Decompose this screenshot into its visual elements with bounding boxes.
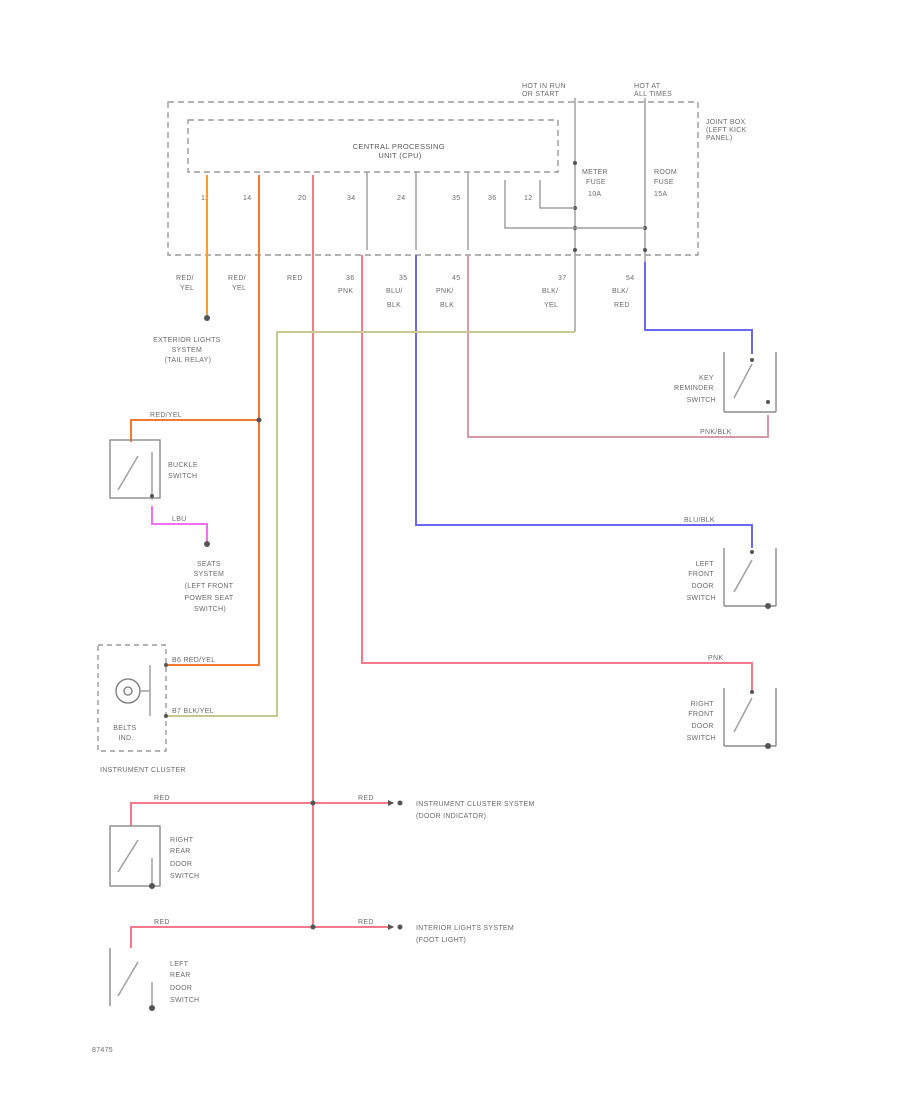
junction (310, 800, 316, 806)
cpu-frame (187, 119, 559, 173)
buckle-switch-label: BUCKLE SWITCH (168, 462, 200, 480)
left-front-door-switch (723, 548, 777, 609)
wire-label-14: RED/ YEL (228, 275, 248, 292)
pin-12: 12 (524, 195, 532, 202)
instrument-cluster-box (97, 644, 168, 752)
cpu-title: CENTRAL PROCESSING UNIT (CPU) (353, 142, 448, 160)
int-lights-label: INTERIOR LIGHTS SYSTEM (FOOT LIGHT) (416, 925, 516, 944)
wire-blk-yel (168, 331, 575, 717)
wire-label-12: 54 BLK/ RED (612, 275, 637, 309)
ext-lights-label: EXTERIOR LIGHTS SYSTEM (TAIL RELAY) (153, 337, 223, 364)
footer-code: 87475 (92, 1047, 113, 1054)
junction (573, 248, 577, 252)
junction (573, 161, 577, 165)
wire-pin-35 (467, 255, 769, 438)
wire-right-rear (130, 802, 313, 826)
wire-label-24: 35 BLU/ BLK (386, 275, 410, 309)
junction (256, 417, 262, 423)
wire-pin-34 (361, 255, 753, 690)
wire-lbu (151, 506, 208, 542)
wire-label-20: RED (287, 275, 303, 282)
red-wire-label: RED (154, 919, 170, 926)
instrument-cluster-label: INSTRUMENT CLUSTER (100, 767, 186, 774)
ground-seats (204, 541, 210, 547)
wire-pin-14 (168, 175, 260, 666)
room-fuse-label: ROOM FUSE 15A (654, 169, 679, 198)
wire-label-36: 37 BLK/ YEL (542, 275, 569, 309)
red-wire-label: RED (358, 795, 374, 802)
wire-buckle (130, 419, 259, 442)
cluster-wire-a-label: B6 RED/YEL (172, 657, 215, 664)
hot-at-all-times-label: HOT AT ALL TIMES (634, 83, 672, 98)
buckle-wire-label: RED/YEL (150, 412, 182, 419)
right-rear-door-label: RIGHT REAR DOOR SWITCH (170, 837, 199, 880)
cluster-wire-b-label: B7 BLK/YEL (172, 708, 214, 715)
wire-label-34: 36 PNK (338, 275, 357, 295)
connector-int-lights (397, 924, 403, 930)
junction (643, 248, 647, 252)
belts-indicator-label: BELTS IND. (113, 725, 138, 742)
arrow (388, 800, 394, 806)
cpu-stub (504, 180, 645, 229)
meter-fuse-label: METER FUSE 10A (582, 169, 610, 198)
buckle-switch (109, 439, 161, 500)
wire-label-11: RED/ YEL (176, 275, 196, 292)
seats-system-label: SEATS SYSTEM (LEFT FRONT POWER SEAT SWIT… (184, 561, 235, 613)
red-wire-label: RED (154, 795, 170, 802)
wire-pin-12 (644, 262, 753, 354)
pin-35: 35 (452, 195, 460, 202)
wire-pin-24 (415, 255, 753, 548)
pnk-wire-label: PNK (708, 655, 723, 662)
wire-label-35: 45 PNK/ BLK (436, 275, 463, 309)
key-reminder-label: KEY REMINDER SWITCH (674, 375, 716, 404)
red-wire-label: RED (358, 919, 374, 926)
ground-tail-relay (204, 315, 210, 321)
ic-system-label: INSTRUMENT CLUSTER SYSTEM (DOOR INDICATO… (416, 801, 537, 820)
blu-blk-wire-label: BLU/BLK (684, 517, 715, 524)
pin-34: 34 (347, 195, 355, 202)
left-rear-door-switch (109, 948, 155, 1011)
joint-box-frame (167, 101, 699, 256)
pin-11: 11 (201, 195, 209, 202)
left-rear-door-label: LEFT REAR DOOR SWITCH (170, 961, 199, 1004)
pin-20: 20 (298, 195, 306, 202)
left-front-door-label: LEFT FRONT DOOR SWITCH (687, 561, 716, 602)
pin-24: 24 (397, 195, 405, 202)
pin-14: 14 (243, 195, 251, 202)
right-rear-door-switch (109, 825, 161, 889)
joint-box-label: JOINT BOX (LEFT KICK PANEL) (706, 119, 749, 142)
right-front-door-label: RIGHT FRONT DOOR SWITCH (687, 701, 716, 742)
wire-left-rear (130, 926, 313, 948)
connector-ic-system (397, 800, 403, 806)
arrow (388, 924, 394, 930)
lbu-wire-label: LBU (172, 516, 187, 523)
cpu-stub (539, 180, 575, 209)
junction (310, 924, 316, 930)
pin-36: 36 (488, 195, 496, 202)
key-reminder-switch (723, 352, 777, 413)
right-front-door-switch (723, 688, 777, 749)
hot-in-run-label: HOT IN RUN OR START (522, 83, 568, 98)
pnk-blk-wire-label: PNK/BLK (700, 429, 732, 436)
